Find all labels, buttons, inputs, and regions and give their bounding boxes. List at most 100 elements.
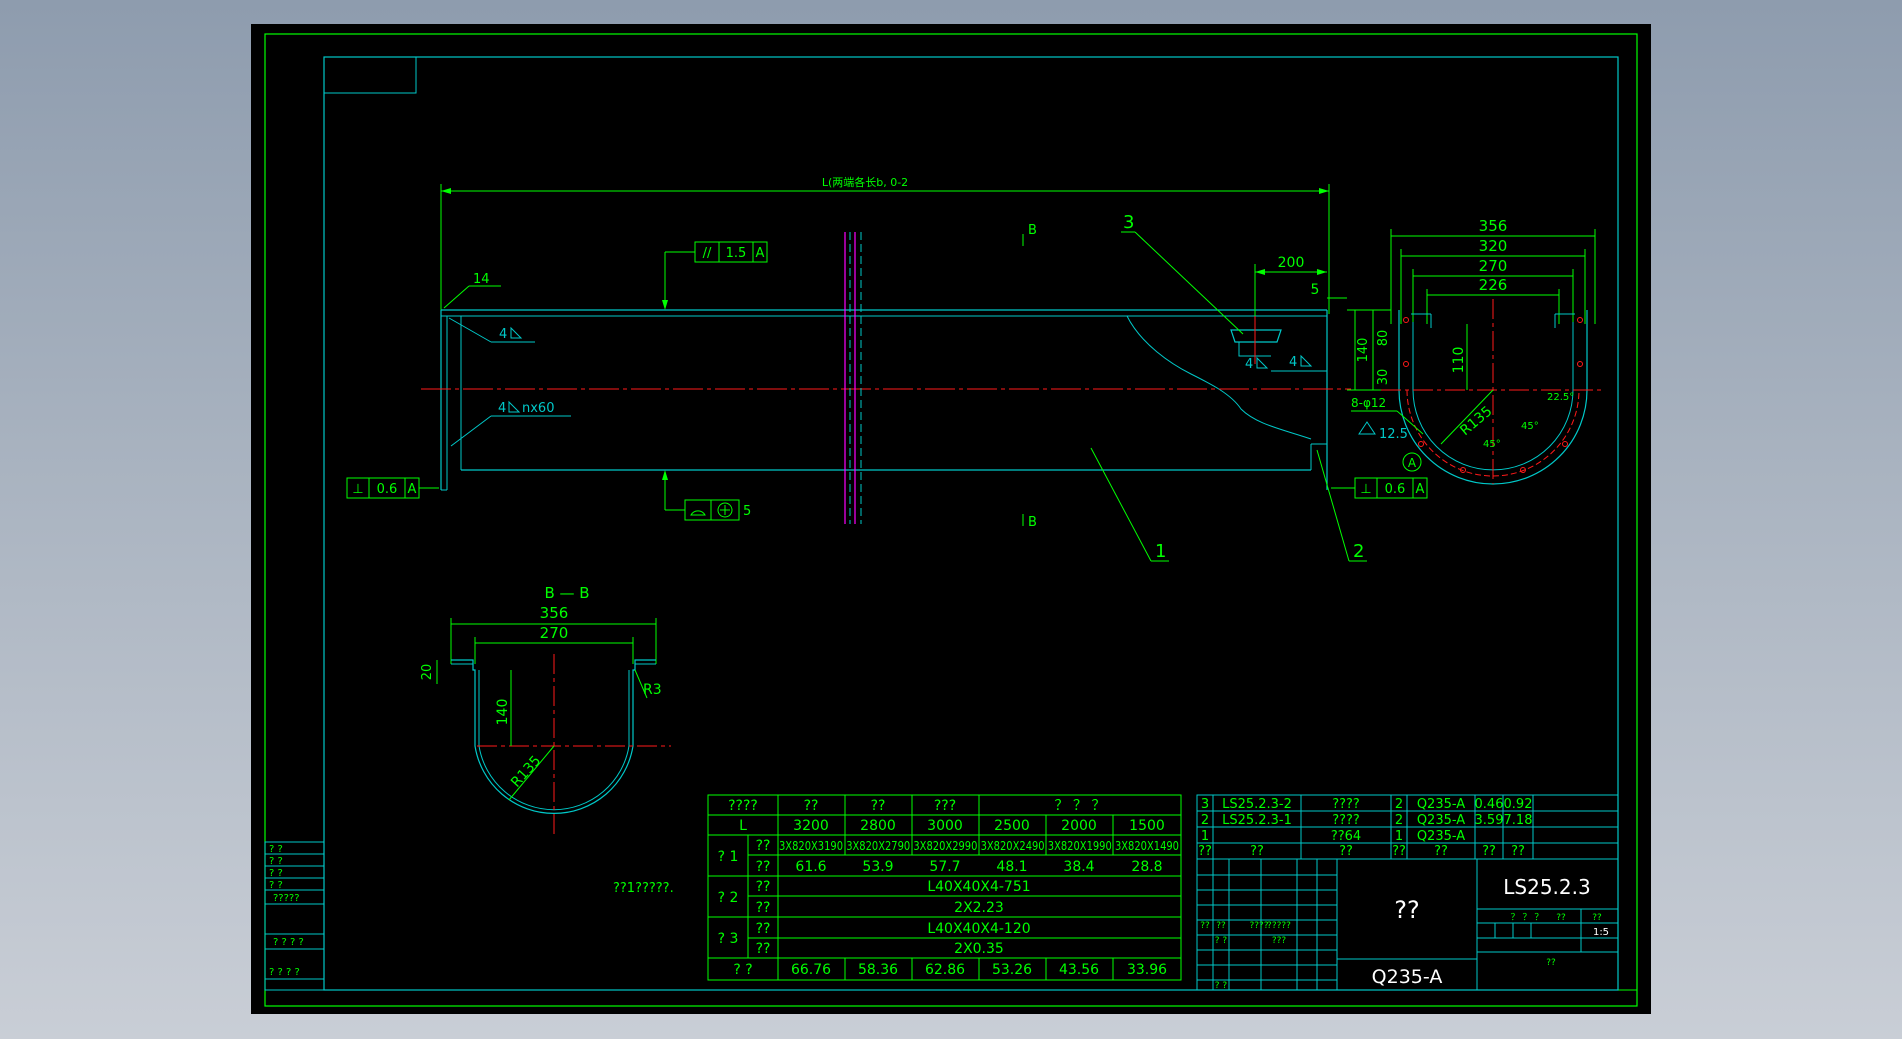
fillet-weld-icon	[1300, 354, 1313, 367]
end-datum: A	[1408, 456, 1417, 470]
inner-frame	[323, 56, 1619, 991]
left-strip-cell: ? ?	[269, 856, 283, 867]
leader-top-text: 14	[473, 272, 490, 287]
spec-sub-label: ??	[756, 859, 771, 875]
callout-leader-2	[1316, 449, 1350, 562]
spec-total-cell: 66.76	[791, 962, 831, 978]
spec-sub-label: ??	[756, 900, 771, 916]
bom-cell: LS25.2.3-1	[1222, 813, 1292, 828]
section-mark-bottom: B	[1028, 515, 1037, 530]
spec-L-value: 2000	[1061, 818, 1097, 834]
spec-row-3b: 2X0.35	[954, 941, 1004, 957]
title-label: ?????	[1267, 921, 1291, 931]
spec-total-cell: 33.96	[1127, 962, 1167, 978]
hole	[1577, 361, 1583, 367]
sec-dim-140: 140	[495, 699, 511, 726]
callout-leader-1	[1090, 447, 1152, 562]
profile-icon	[690, 510, 706, 516]
weld-leader	[448, 317, 492, 343]
end-dim-110: 110	[1451, 347, 1467, 374]
spec-row-1a: 3X820X3190 3X820X2790 3X820X2990 3X820X2…	[779, 839, 1179, 853]
spec-row-1b-cell: 38.4	[1063, 859, 1094, 875]
arrow	[441, 188, 451, 194]
callout-leader-3	[1134, 231, 1244, 335]
hole	[1520, 467, 1526, 473]
outer-frame	[264, 33, 1638, 1007]
fillet-weld-icon	[510, 326, 523, 339]
left-strip-text: ? ? ? ? ? ? ? ? ????? ? ? ? ? ? ? ? ?	[269, 844, 304, 978]
bom-header-cell: ??	[1250, 844, 1264, 859]
spec-L-value: 1500	[1129, 818, 1165, 834]
sec-radius: R135	[508, 753, 544, 791]
hole	[1562, 441, 1568, 447]
hole	[1403, 361, 1409, 367]
spec-table-text: ???? ?? ?? ??? ？ ？ ？ L 3200 2800 3000 25…	[718, 798, 1179, 978]
spec-total-cell: 53.26	[992, 962, 1032, 978]
sec-dim-270: 270	[540, 624, 569, 642]
spec-group-label: ? 2	[718, 890, 739, 906]
title-label: ??	[1200, 921, 1210, 931]
dim-30: 30	[1376, 369, 1391, 386]
parallel-tol-value: 1.5	[726, 246, 747, 261]
bom-header-cell: ??	[1339, 844, 1353, 859]
spec-header-cell: ??	[871, 798, 886, 814]
spec-L-value: 3200	[793, 818, 829, 834]
bom-header-cell: ??	[1392, 844, 1406, 859]
perp-tol-right-symbol: ⊥	[1360, 482, 1371, 497]
cad-viewport[interactable]: L(两端各长b, 0-2 B B // 1.5 A	[251, 24, 1651, 1014]
break-line	[1126, 315, 1312, 440]
bracket-web	[1238, 342, 1271, 357]
bom-cell: 7.18	[1504, 813, 1533, 828]
title-label: ????	[1249, 921, 1268, 931]
bom-cell: 3.59	[1475, 813, 1504, 828]
weld-leader	[450, 415, 492, 447]
spec-sub-label: ??	[756, 838, 771, 854]
hole	[1403, 317, 1409, 323]
bom-header-cell: ??	[1198, 844, 1212, 859]
datum-circle	[1402, 452, 1422, 472]
arrow	[662, 470, 668, 480]
spec-L-label: L	[739, 818, 747, 834]
material: Q235-A	[1372, 966, 1443, 988]
bom-cell: 1	[1395, 829, 1403, 844]
title-label: ??	[1546, 958, 1556, 968]
bom-cell: Q235-A	[1417, 797, 1465, 812]
spec-header-cell: ????	[728, 798, 758, 814]
modifier-icon	[717, 502, 733, 518]
end-dim-270: 270	[1479, 257, 1508, 275]
callout-3: 3	[1123, 212, 1134, 233]
weld-right-b: 4	[1289, 355, 1297, 370]
drawing-number: LS25.2.3	[1503, 875, 1590, 899]
dim-200: 200	[1278, 255, 1305, 271]
note-text: ??1?????.	[613, 881, 674, 896]
weld-left-lower: 4	[498, 401, 506, 416]
perp-tol-left-symbol: ⊥	[352, 482, 363, 497]
end-dim-356: 356	[1479, 217, 1508, 235]
bom-cell: ????	[1332, 797, 1360, 812]
spec-header-cell: ???	[934, 798, 956, 814]
sec-dim-356: 356	[540, 604, 569, 622]
sec-radius-small: R3	[643, 682, 662, 698]
end-holes: 8-φ12	[1351, 396, 1386, 410]
holes-leader	[1396, 410, 1424, 435]
bom-cell: ??64	[1331, 829, 1361, 844]
left-strip-cell: ?????	[273, 893, 300, 904]
bom-header-cell: ??	[1482, 844, 1496, 859]
arrow	[1317, 269, 1327, 275]
title-label: ? ?	[1215, 936, 1228, 946]
bracket-part	[1230, 329, 1282, 343]
main-view: L(两端各长b, 0-2 B B // 1.5 A	[346, 175, 1428, 562]
title-label: ??	[1216, 921, 1226, 931]
arrow	[1255, 269, 1265, 275]
spec-table-border	[707, 794, 1182, 981]
hole	[1460, 467, 1466, 473]
spec-sub-label: ??	[756, 879, 771, 895]
fillet-weld-icon	[1256, 356, 1269, 369]
end-angle-2: 45°	[1521, 421, 1539, 432]
arrow	[662, 300, 668, 310]
leader	[443, 285, 470, 309]
spec-total-cell: 43.56	[1059, 962, 1099, 978]
bom-cell: 0.92	[1504, 797, 1533, 812]
spec-total-cell: 58.36	[858, 962, 898, 978]
title-label: ??	[1592, 913, 1602, 923]
